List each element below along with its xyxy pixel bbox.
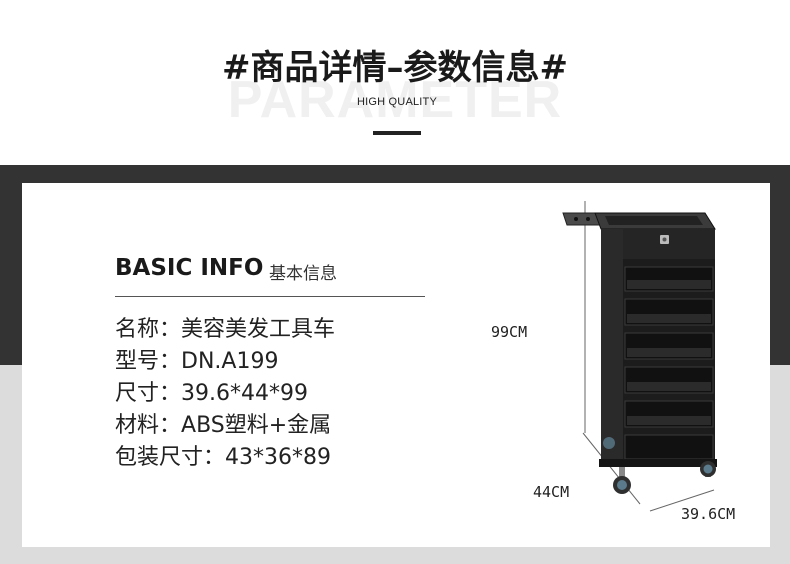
spec-label: 包装尺寸： bbox=[115, 445, 226, 470]
basic-info-title: BASIC INFO bbox=[115, 255, 264, 281]
spec-value: 39.6*44*99 bbox=[181, 381, 308, 406]
spec-row-name: 名称：美容美发工具车 bbox=[115, 314, 335, 346]
spec-label: 尺寸： bbox=[115, 381, 182, 406]
spec-row-size: 尺寸：39.6*44*99 bbox=[115, 378, 335, 410]
spec-label: 材料： bbox=[115, 413, 182, 438]
spec-row-material: 材料：ABS塑料+金属 bbox=[115, 410, 335, 442]
basic-info-divider bbox=[115, 296, 425, 297]
spec-row-package-size: 包装尺寸：43*36*89 bbox=[115, 442, 335, 474]
salon-trolley-image bbox=[562, 201, 717, 512]
page-header: PARAMETER #商品详情–参数信息# HIGH QUALITY bbox=[0, 0, 790, 165]
dimension-depth: 44CM bbox=[533, 483, 570, 501]
dimension-height: 99CM bbox=[491, 323, 528, 341]
spec-list: 名称：美容美发工具车 型号：DN.A199 尺寸：39.6*44*99 材料：A… bbox=[115, 314, 335, 474]
dimension-width: 39.6CM bbox=[681, 505, 736, 523]
spec-label: 型号： bbox=[115, 349, 182, 374]
spec-value: 美容美发工具车 bbox=[181, 317, 336, 342]
info-card: BASIC INFO 基本信息 名称：美容美发工具车 型号：DN.A199 尺寸… bbox=[22, 183, 770, 547]
title-underline bbox=[373, 131, 421, 135]
spec-value: 43*36*89 bbox=[225, 445, 331, 470]
header-watermark: PARAMETER bbox=[227, 71, 563, 129]
spec-row-model: 型号：DN.A199 bbox=[115, 346, 335, 378]
spec-value: DN.A199 bbox=[181, 349, 279, 374]
page-title: #商品详情–参数信息# bbox=[222, 48, 568, 88]
spec-value: ABS塑料+金属 bbox=[181, 413, 332, 438]
basic-info-title-cn: 基本信息 bbox=[269, 264, 337, 284]
header-subtitle: HIGH QUALITY bbox=[356, 96, 438, 108]
spec-label: 名称： bbox=[115, 317, 182, 342]
